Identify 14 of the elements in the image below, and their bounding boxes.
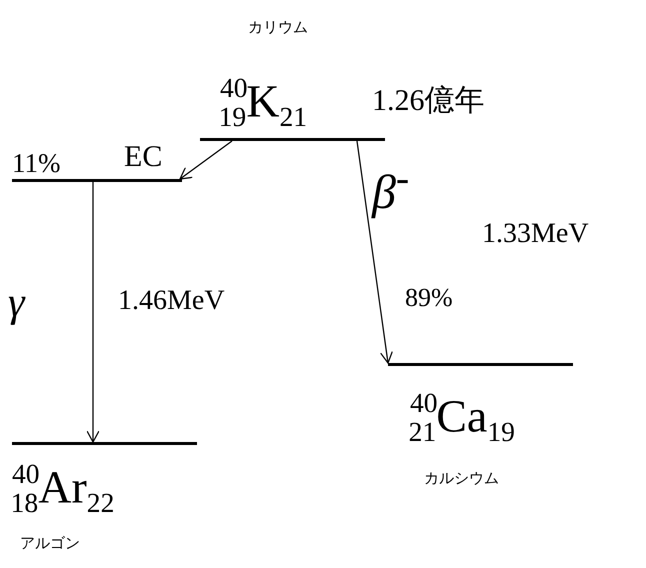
half-life-label: 1.26億年 — [372, 86, 484, 116]
symbol-label: β$^{-}$ — [372, 158, 410, 217]
element-name: カリウム — [248, 18, 308, 36]
element-name: カルシウム — [424, 469, 499, 487]
symbol-label: γ — [8, 282, 25, 324]
decay-arrow — [356, 140, 394, 364]
decay-arrow — [179, 140, 232, 180]
decay-arrow — [86, 182, 100, 443]
value-label: 89% — [405, 285, 453, 311]
value-label: 1.46MeV — [118, 287, 225, 315]
element-name: アルゴン — [20, 534, 80, 552]
value-label: 1.33MeV — [482, 220, 589, 248]
value-label: EC — [124, 142, 162, 172]
value-label: 11% — [12, 150, 60, 177]
